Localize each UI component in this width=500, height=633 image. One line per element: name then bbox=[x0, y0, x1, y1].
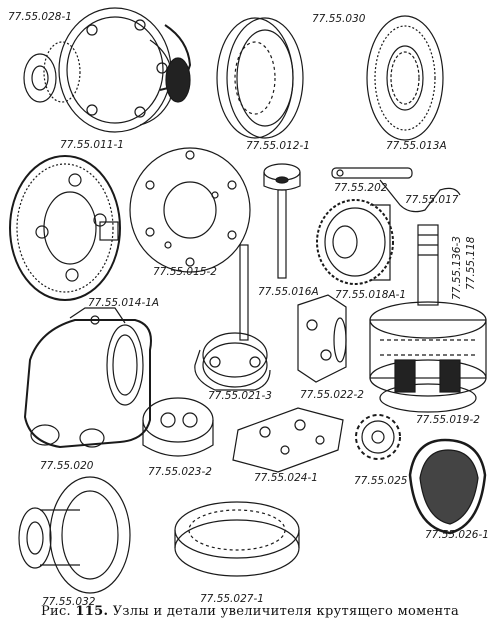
part-small-gear-025 bbox=[355, 414, 401, 460]
label-77-55-012-1: 77.55.012-1 bbox=[246, 140, 310, 152]
caption-title: Узлы и детали увеличителя крутящего моме… bbox=[112, 604, 460, 619]
part-pump-021 bbox=[194, 244, 271, 391]
label-77-55-016a: 77.55.016А bbox=[258, 286, 319, 298]
label-77-55-026-1: 77.55.026-1 bbox=[425, 529, 489, 541]
label-77-55-013a: 77.55.013А bbox=[386, 140, 447, 152]
part-fork-lever bbox=[331, 167, 461, 213]
part-plate-015 bbox=[129, 147, 251, 273]
figure-caption: Рис. 115. Узлы и детали увеличителя крут… bbox=[0, 604, 500, 619]
label-77-55-018a-1: 77.55.018А-1 bbox=[335, 289, 407, 301]
part-stem-016a bbox=[263, 163, 301, 279]
label-77-55-024-1: 77.55.024-1 bbox=[254, 472, 318, 484]
label-77-55-019-2: 77.55.019-2 bbox=[416, 414, 480, 426]
label-77-55-014-1a: 77.55.014-1А bbox=[88, 297, 160, 309]
label-77-55-023-2: 77.55.023-2 bbox=[148, 466, 212, 478]
part-filter-026 bbox=[408, 438, 487, 535]
label-77-55-118: 77.55.118 bbox=[465, 236, 477, 290]
label-77-55-015-2: 77.55.015-2 bbox=[153, 266, 217, 278]
part-gear-ring-013a bbox=[366, 15, 444, 141]
label-77-55-032: 77.55.032 bbox=[42, 596, 96, 608]
part-hub-flange-assembly bbox=[23, 7, 192, 133]
label-77-55-022-2: 77.55.022-2 bbox=[300, 389, 364, 401]
label-77-55-025: 77.55.025 bbox=[354, 475, 408, 487]
label-77-55-027-1: 77.55.027-1 bbox=[200, 593, 264, 605]
part-gearbody-023 bbox=[142, 397, 214, 457]
label-77-55-020: 77.55.020 bbox=[40, 460, 94, 472]
part-carrier-014 bbox=[9, 155, 121, 301]
part-gear-018a bbox=[316, 199, 394, 285]
part-ring-030 bbox=[216, 17, 304, 139]
part-planetary-assembly bbox=[369, 224, 487, 413]
caption-prefix: Рис. bbox=[40, 604, 71, 619]
label-77-55-202: 77.55.202 bbox=[334, 182, 388, 194]
part-housing-020 bbox=[23, 307, 152, 449]
label-77-55-136-3: 77.55.136-3 bbox=[451, 236, 463, 300]
label-77-55-021-3: 77.55.021-3 bbox=[208, 390, 272, 402]
label-77-55-028-1: 77.55.028-1 bbox=[8, 11, 72, 23]
label-77-55-030: 77.55.030 bbox=[312, 13, 366, 25]
caption-number: 115. bbox=[75, 604, 109, 619]
part-plate-024 bbox=[232, 407, 344, 473]
part-ring-027 bbox=[174, 501, 300, 577]
part-hub-032 bbox=[18, 476, 131, 594]
label-77-55-011-1: 77.55.011-1 bbox=[60, 139, 124, 151]
part-bracket-022 bbox=[297, 294, 347, 383]
label-77-55-017: 77.55.017 bbox=[405, 194, 459, 206]
